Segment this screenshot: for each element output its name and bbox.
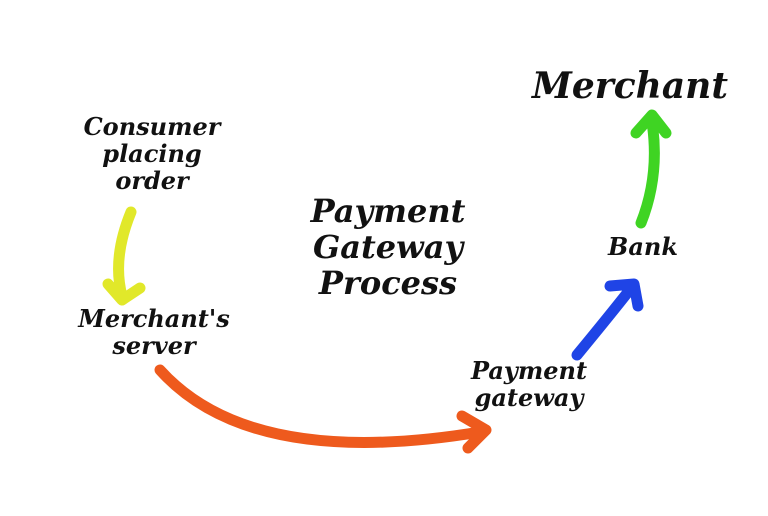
node-label-line: Payment [470,356,588,385]
node-label-line: Merchant's [78,304,230,333]
node-bank: Bank [588,232,698,261]
node-payment-gateway: Payment gateway [454,356,604,412]
node-label-line: Consumer [83,112,221,141]
node-consumer-placing-order: Consumer placing order [72,112,232,195]
title-line: Payment [310,192,466,230]
arrow-gateway-to-bank [571,278,644,361]
title-line: Gateway [312,227,464,266]
node-merchants-server: Merchant's server [64,304,244,360]
arrow-server-to-gateway [154,364,492,454]
node-merchant: Merchant [520,65,740,107]
title-line: Process [318,263,458,302]
node-label-line: gateway [474,382,584,412]
arrow-consumer-to-server [102,206,146,306]
diagram-title: Payment Gateway Process [268,192,508,302]
node-label-line: order [115,165,189,195]
node-label-line: server [112,330,196,360]
node-label-line: placing [102,138,202,168]
arrow-bank-to-merchant [630,109,672,229]
node-label-line: Bank [608,232,678,261]
node-label-line: Merchant [532,65,728,107]
